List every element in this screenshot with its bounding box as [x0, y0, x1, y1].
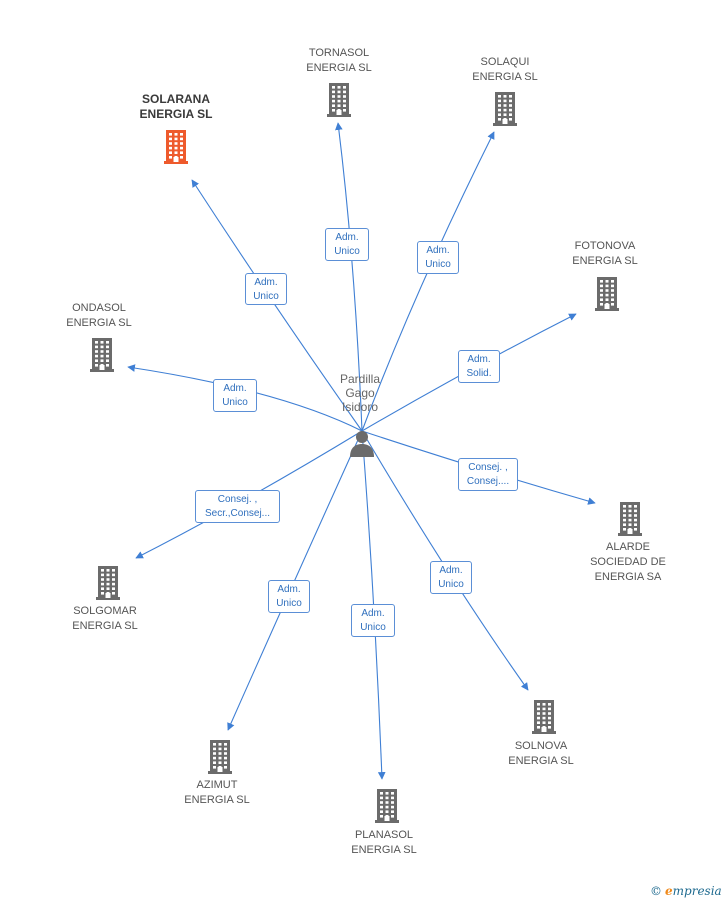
building-icon[interactable] [493, 92, 517, 131]
brand-initial: e [665, 884, 673, 898]
company-label-fotonova[interactable]: FOTONOVA ENERGIA SL [572, 240, 638, 267]
edge-label-solnova[interactable]: Adm. Unico [430, 561, 472, 594]
building-icon[interactable] [375, 789, 399, 828]
building-icon[interactable] [595, 277, 619, 316]
edge-label-planasol[interactable]: Adm. Unico [351, 604, 395, 637]
edge-solaqui [361, 131, 495, 432]
company-label-planasol[interactable]: PLANASOL ENERGIA SL [351, 829, 417, 856]
edge-ondasol [127, 364, 363, 432]
building-icon[interactable] [532, 700, 556, 739]
building-icon[interactable] [164, 130, 188, 169]
person-icon[interactable] [348, 429, 376, 462]
company-label-solaqui[interactable]: SOLAQUI ENERGIA SL [472, 56, 538, 83]
building-icon[interactable] [618, 502, 642, 541]
edge-label-ondasol[interactable]: Adm. Unico [213, 379, 257, 412]
empresia-logo[interactable]: ©empresia [650, 884, 722, 898]
company-label-solarana[interactable]: SOLARANA ENERGIA SL [139, 92, 213, 121]
edge-label-azimut[interactable]: Adm. Unico [268, 580, 310, 613]
company-label-solgomar[interactable]: SOLGOMAR ENERGIA SL [72, 605, 138, 632]
building-icon[interactable] [208, 740, 232, 779]
company-label-alarde[interactable]: ALARDE SOCIEDAD DE ENERGIA SA [590, 540, 666, 583]
edge-planasol [361, 430, 386, 780]
company-label-ondasol[interactable]: ONDASOL ENERGIA SL [66, 302, 132, 329]
edge-label-fotonova[interactable]: Adm. Solid. [458, 350, 500, 383]
edge-label-solarana[interactable]: Adm. Unico [245, 273, 287, 305]
edge-label-tornasol[interactable]: Adm. Unico [325, 228, 369, 261]
building-icon[interactable] [96, 566, 120, 605]
copyright-symbol: © [650, 884, 662, 898]
edge-tornasol [335, 122, 363, 432]
edge-label-alarde[interactable]: Consej. , Consej.... [458, 458, 518, 491]
company-label-solnova[interactable]: SOLNOVA ENERGIA SL [508, 740, 574, 767]
brand-name: mpresia [672, 884, 722, 898]
building-icon[interactable] [90, 338, 114, 377]
person-name-label[interactable]: Pardilla Gago Isidoro [339, 372, 381, 414]
building-icon[interactable] [327, 83, 351, 122]
edge-label-solgomar[interactable]: Consej. , Secr.,Consej... [195, 490, 280, 523]
company-label-azimut[interactable]: AZIMUT ENERGIA SL [184, 779, 250, 806]
edge-label-solaqui[interactable]: Adm. Unico [417, 241, 459, 274]
company-label-tornasol[interactable]: TORNASOL ENERGIA SL [306, 47, 372, 74]
